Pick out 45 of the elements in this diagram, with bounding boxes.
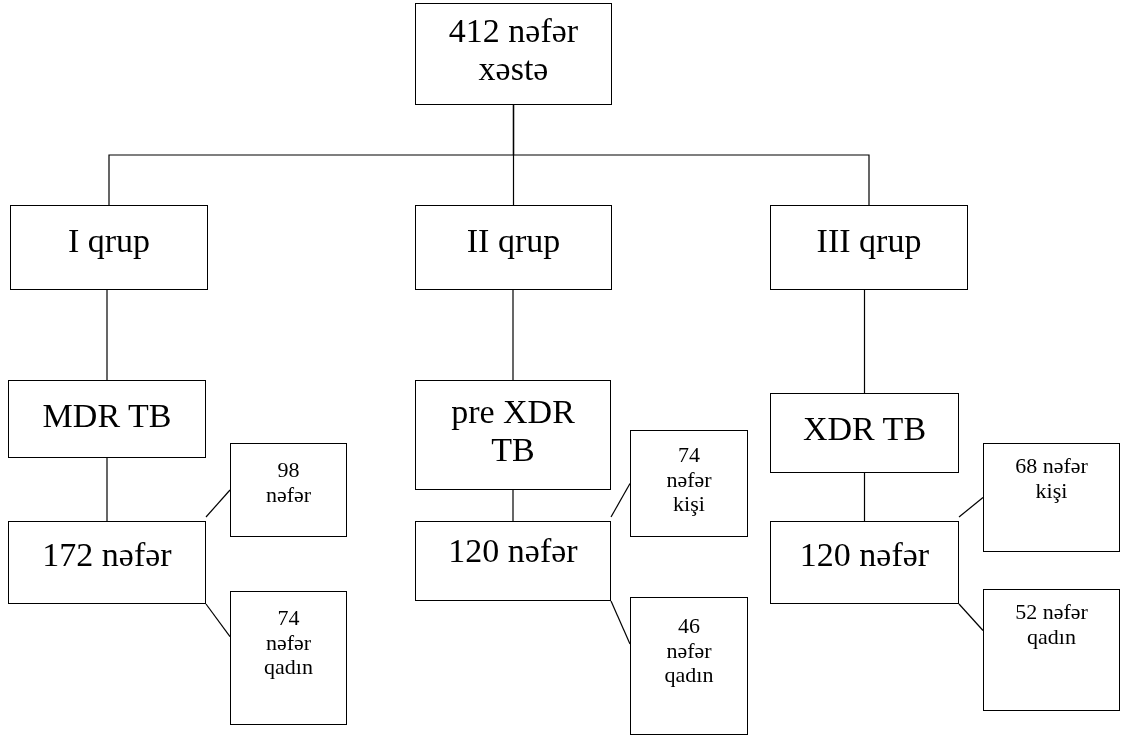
box-label: 172 nəfər bbox=[41, 536, 173, 575]
box-label: 120 nəfər bbox=[798, 536, 931, 575]
connector-line bbox=[958, 603, 984, 632]
count-box bbox=[983, 589, 1120, 711]
box-label: 412 nəfər xəstə bbox=[447, 12, 580, 89]
connector-line bbox=[958, 496, 984, 518]
box-label: I qrup bbox=[66, 222, 152, 261]
box-label: pre XDR TB bbox=[450, 393, 576, 470]
count-box bbox=[630, 597, 748, 735]
connector-line bbox=[610, 600, 631, 645]
box-label: III qrup bbox=[815, 222, 923, 261]
process-box bbox=[415, 380, 611, 490]
box-label: 74 nəfər kişi bbox=[665, 443, 713, 517]
connector-line bbox=[863, 472, 866, 522]
process-box bbox=[770, 521, 959, 604]
process-box bbox=[10, 205, 208, 290]
box-label: II qrup bbox=[465, 222, 562, 261]
box-label: MDR TB bbox=[41, 397, 173, 436]
connector-line bbox=[863, 289, 866, 394]
connector-line bbox=[205, 489, 231, 518]
process-box bbox=[415, 521, 611, 601]
process-box bbox=[415, 205, 612, 290]
count-box bbox=[230, 591, 347, 725]
process-box bbox=[8, 521, 206, 604]
process-box bbox=[770, 205, 968, 290]
process-box bbox=[415, 3, 612, 105]
connector-line bbox=[205, 603, 231, 638]
connector-line bbox=[610, 482, 631, 518]
connector-line bbox=[512, 289, 514, 381]
box-label: XDR TB bbox=[801, 410, 928, 449]
connector-line bbox=[106, 289, 108, 381]
box-label: 120 nəfər bbox=[447, 532, 579, 571]
box-label: 52 nəfər qadın bbox=[1014, 600, 1089, 650]
box-label: 68 nəfər kişi bbox=[1014, 454, 1089, 504]
count-box bbox=[983, 443, 1120, 552]
process-box bbox=[8, 380, 206, 458]
box-label: 98 nəfər bbox=[264, 458, 313, 508]
connector-line bbox=[512, 104, 870, 206]
connector-line bbox=[512, 489, 514, 522]
box-label: 74 nəfər qadın bbox=[263, 606, 314, 680]
connector-line bbox=[106, 457, 108, 522]
count-box bbox=[230, 443, 347, 537]
count-box bbox=[630, 430, 748, 537]
box-label: 46 nəfər qadın bbox=[663, 614, 715, 688]
process-box bbox=[770, 393, 959, 473]
